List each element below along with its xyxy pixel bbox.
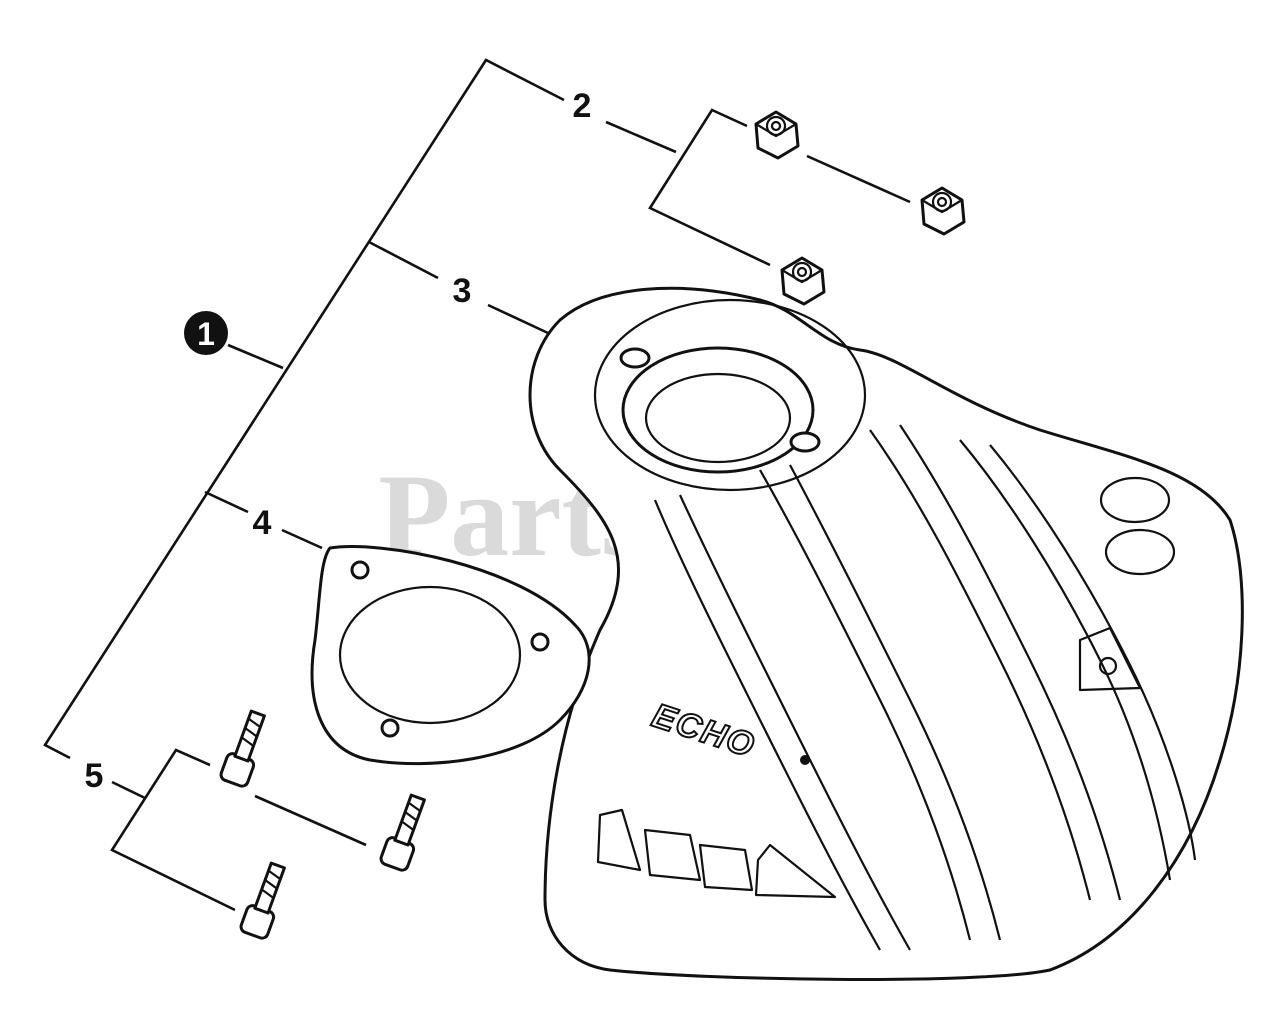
certification-badge-icon (1104, 528, 1176, 576)
bolt-icon (379, 793, 426, 872)
trimmer-shield-icon: ECHO (528, 286, 1244, 981)
warning-triangle-icon (1078, 626, 1142, 692)
leader-lines (43, 58, 911, 912)
hex-nut-icon (780, 256, 826, 306)
bolt-icon (219, 709, 266, 788)
callout-5-label[interactable]: 5 (85, 757, 104, 795)
hex-nut-icon (920, 186, 966, 236)
callout-4-label[interactable]: 4 (253, 504, 272, 542)
callout-assembly[interactable]: 1 (184, 311, 228, 355)
certification-badge-icon (1099, 476, 1171, 524)
mounting-plate-icon (310, 545, 591, 766)
hex-nut-icon (754, 110, 800, 160)
callout-2-label[interactable]: 2 (573, 87, 592, 125)
callout-1-label: 1 (197, 316, 215, 352)
callout-3-label[interactable]: 3 (453, 272, 472, 310)
assembly-badge-icon (184, 311, 228, 355)
bolt-icon (239, 861, 286, 940)
